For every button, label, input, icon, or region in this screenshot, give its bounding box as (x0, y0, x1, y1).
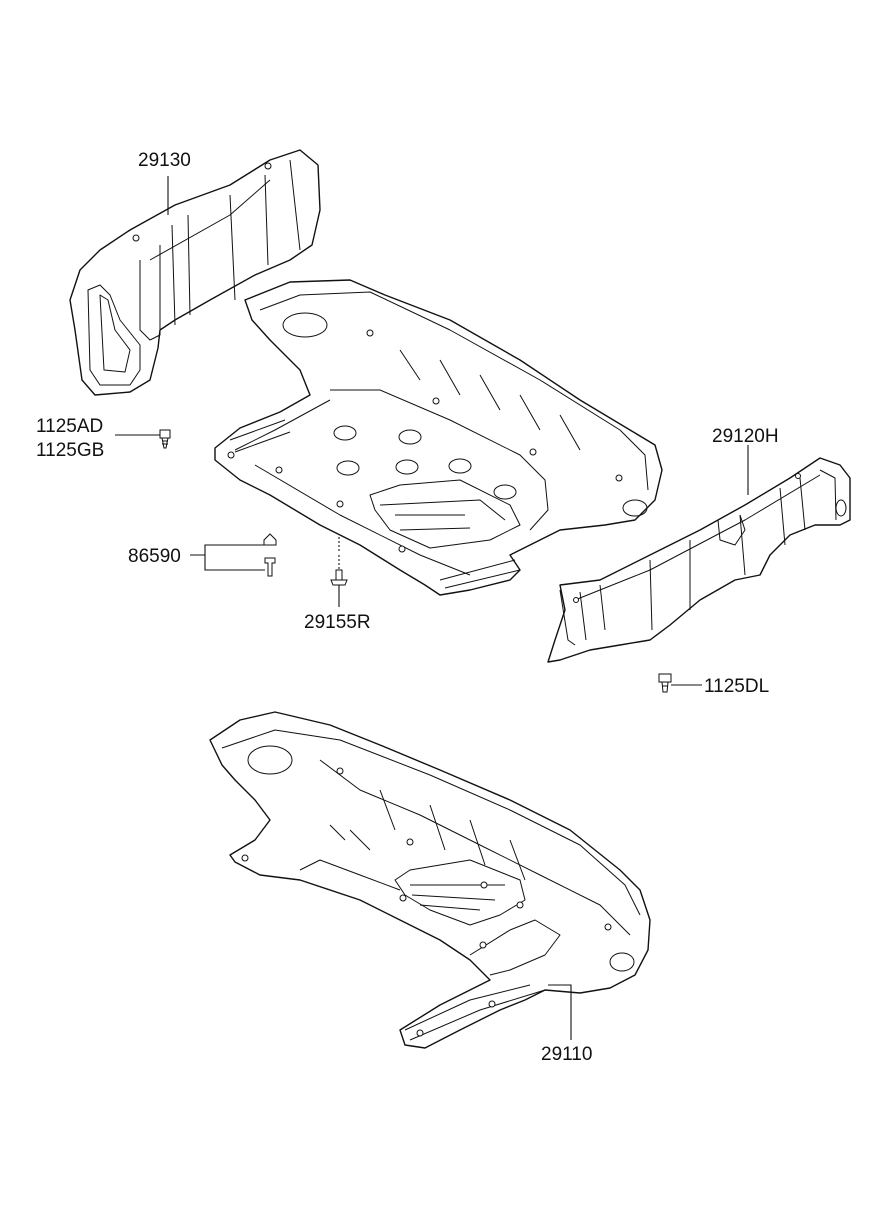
label-29120H: 29120H (712, 426, 779, 447)
label-86590: 86590 (128, 546, 181, 567)
label-29110: 29110 (541, 1044, 592, 1065)
bolt-1125AD-icon[interactable] (159, 429, 171, 449)
clip-86590-lower-icon[interactable] (264, 557, 276, 577)
bolt-1125DL-icon[interactable] (658, 673, 672, 693)
label-1125DL: 1125DL (704, 676, 769, 697)
clip-86590-upper-icon[interactable] (263, 533, 277, 546)
label-1125AD: 1125AD (36, 416, 103, 437)
label-29130: 29130 (138, 150, 191, 171)
part-29120H-right-side-cover[interactable] (547, 457, 851, 663)
part-29130-left-side-cover[interactable] (69, 149, 321, 396)
leader-lines (115, 176, 749, 1040)
label-1125GB: 1125GB (36, 440, 104, 461)
nut-29155R-icon[interactable] (330, 569, 348, 586)
label-29155R: 29155R (304, 612, 371, 633)
part-29155R-center-tray[interactable] (214, 279, 663, 596)
part-29110-main-under-cover[interactable] (209, 711, 651, 1049)
